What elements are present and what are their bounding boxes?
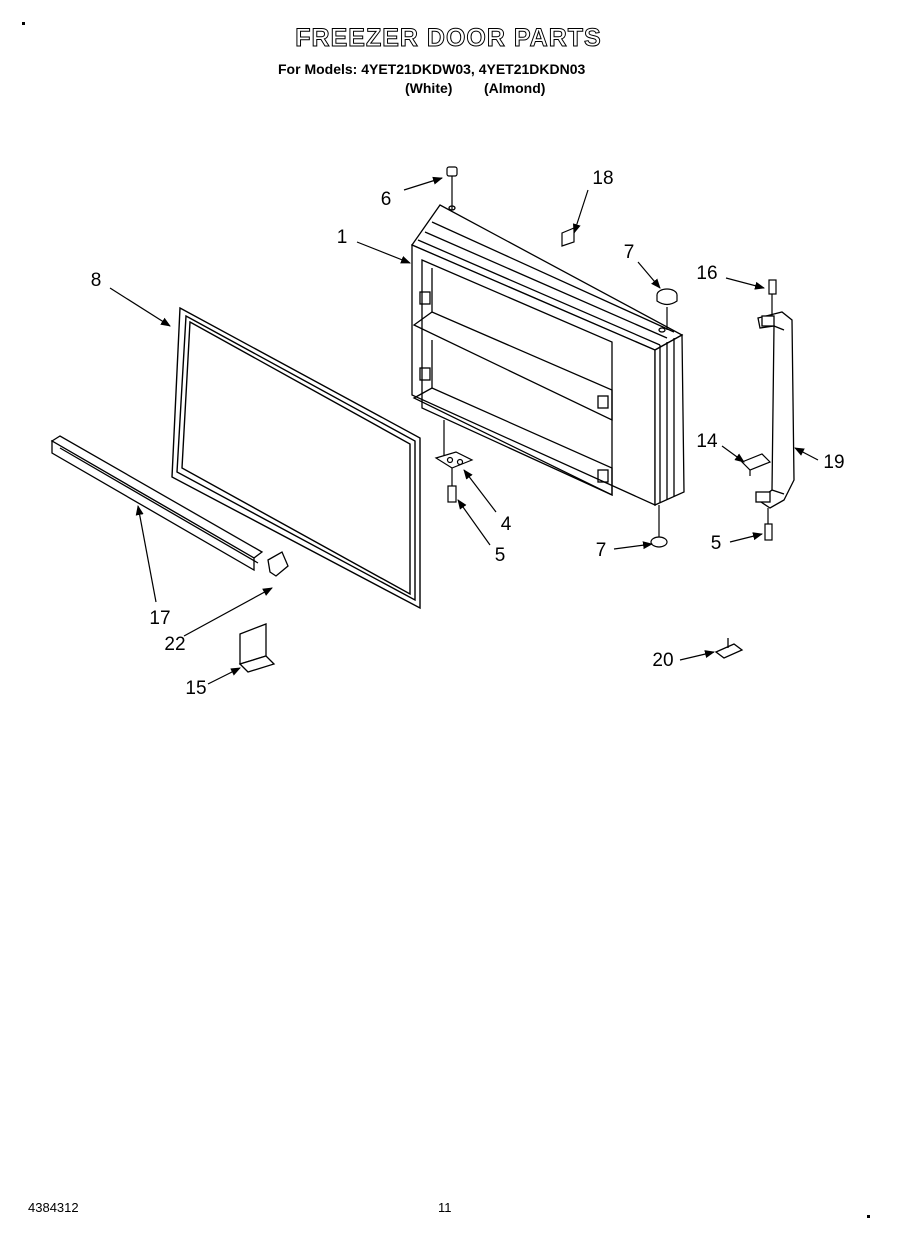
hinge-cap-bottom [650, 505, 668, 548]
callout-16: 16 [696, 263, 717, 284]
callout-7-top: 7 [624, 242, 635, 263]
callout-6: 6 [381, 189, 392, 210]
callout-leaders [109, 176, 819, 685]
screw-part-5-left [447, 468, 457, 503]
label-part [561, 227, 575, 247]
page-title: FREEZER DOOR PARTS [295, 24, 602, 53]
callout-8: 8 [91, 270, 102, 291]
callout-18: 18 [592, 168, 613, 189]
screw-part-5-right [764, 508, 773, 541]
hinge-cap-top [656, 288, 678, 330]
callout-5-left: 5 [495, 545, 506, 566]
models-line: For Models: 4YET21DKDW03, 4YET21DKDN03 [278, 61, 586, 77]
clip-part [714, 638, 744, 659]
screw-part-6 [446, 166, 458, 210]
callout-1: 1 [337, 227, 348, 248]
document-number: 4384312 [28, 1200, 79, 1215]
bracket-part [238, 623, 276, 673]
callout-22: 22 [164, 634, 185, 655]
color-white: (White) [405, 80, 453, 96]
callout-14: 14 [696, 431, 718, 452]
callout-17: 17 [149, 608, 170, 629]
door-gasket-part [171, 306, 421, 610]
callout-19: 19 [823, 452, 844, 473]
corner-mark-top [22, 22, 25, 25]
corner-mark-bottom [867, 1215, 870, 1218]
page-number: 11 [438, 1200, 452, 1215]
callout-20: 20 [652, 650, 673, 671]
screw-part-16 [768, 279, 777, 316]
callout-7-bottom: 7 [596, 540, 607, 561]
callout-5-right: 5 [711, 533, 722, 554]
color-almond: (Almond) [484, 80, 546, 96]
end-cap-part [267, 551, 289, 577]
door-liner-part [411, 204, 685, 507]
hinge-plate-part [434, 420, 474, 469]
spacer-part [740, 453, 772, 476]
callout-15: 15 [185, 678, 206, 699]
trim-strip-part [50, 435, 264, 572]
callout-4: 4 [501, 514, 512, 535]
handle-part [755, 311, 795, 509]
